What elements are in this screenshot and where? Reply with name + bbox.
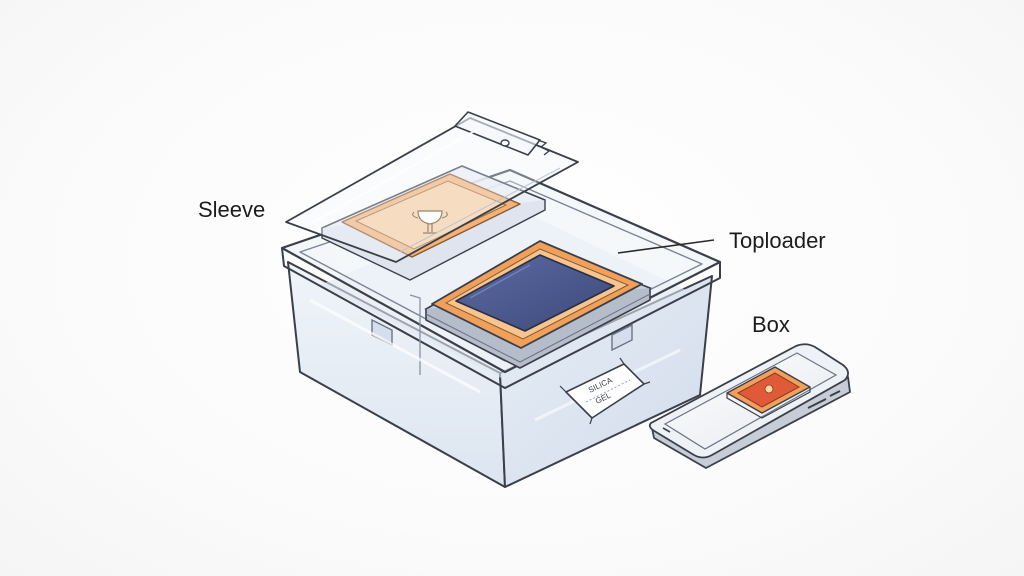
- sleeve: [285, 111, 579, 281]
- toploader-callout-line: [617, 239, 715, 254]
- sleeve-label: Sleeve: [198, 197, 266, 222]
- box-label: Box: [752, 312, 790, 337]
- toploader-stack: [424, 240, 652, 369]
- smartphone-icon: [648, 343, 851, 469]
- trophy-icon: [412, 210, 448, 234]
- desiccant-packet: SILICA GEL: [559, 357, 651, 425]
- toploader-label: Toploader: [729, 228, 826, 253]
